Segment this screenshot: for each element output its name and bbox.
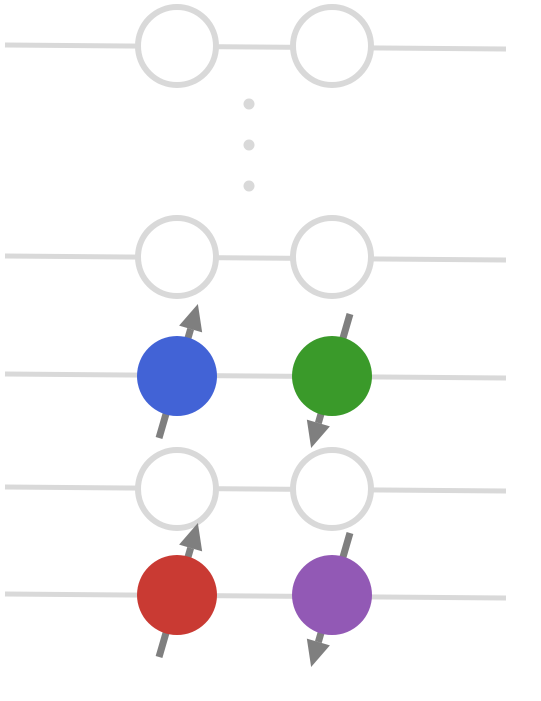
blue-spin-up-arrow-head [179, 304, 203, 333]
level-4-right-empty-state [290, 215, 374, 299]
level-top-right-empty-state [290, 4, 374, 88]
purple-spin-down-arrow-head [306, 638, 330, 667]
level-3-line [4, 371, 507, 381]
level-2-line [4, 484, 507, 494]
level-4-line [4, 253, 507, 263]
level-4-left-empty-state [135, 215, 219, 299]
empty-states [135, 4, 374, 531]
green-spin-down-arrow-head [306, 419, 330, 448]
level-top-line [4, 42, 507, 52]
red-particle [137, 555, 217, 635]
ellipsis [243, 98, 255, 192]
red-spin-up-arrow-head [179, 523, 203, 552]
blue-particle [137, 336, 217, 416]
ellipsis-dot [243, 180, 255, 192]
level-lines [4, 42, 507, 601]
level-1-line [4, 591, 507, 601]
purple-particle [292, 555, 372, 635]
level-top-left-empty-state [135, 4, 219, 88]
particles [137, 336, 372, 635]
green-particle [292, 336, 372, 416]
ellipsis-dot [243, 98, 255, 110]
ellipsis-dot [243, 139, 255, 151]
level-2-left-empty-state [135, 447, 219, 531]
level-2-right-empty-state [290, 447, 374, 531]
